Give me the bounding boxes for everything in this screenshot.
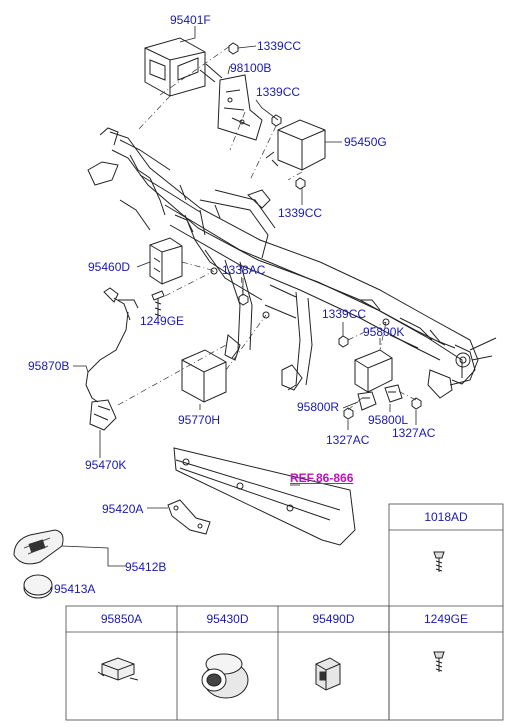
callout-1339CC: 1339CC: [257, 39, 302, 53]
module-95800K: [354, 349, 393, 393]
callout-95770H: 95770H: [178, 413, 221, 427]
callout-95412B: 95412B: [125, 560, 167, 574]
callout-1339CC: 1339CC: [278, 206, 323, 220]
callout-95800L: 95800L: [368, 413, 409, 427]
callout-1327AC: 1327AC: [326, 433, 370, 447]
sensor-95470K: [89, 399, 117, 431]
callout-95450G: 95450G: [344, 135, 387, 149]
switch-95490D-icon: [315, 657, 341, 691]
bracket-95800R: [357, 391, 377, 411]
bolt-1249GE-icon: [433, 651, 445, 672]
nut-1327AC: [343, 397, 422, 420]
callout-95460D: 95460D: [88, 260, 131, 274]
module-95460D: [149, 237, 183, 285]
module-95770H: [181, 349, 227, 403]
callout-95800R: 95800R: [297, 400, 340, 414]
callout-95420A: 95420A: [102, 502, 144, 516]
harness-95870B: [85, 287, 139, 403]
callout-1249GE: 1249GE: [140, 314, 185, 328]
bolt-1249GE: [151, 290, 165, 318]
leader-lines: [50, 26, 417, 589]
callout-1339CC: 1339CC: [256, 85, 301, 99]
bracket-98100B: [199, 63, 263, 141]
screw-1018AD-icon: [433, 551, 445, 572]
table-header-1018AD: 1018AD: [424, 510, 468, 524]
callout-95413A: 95413A: [54, 582, 96, 596]
reference-link[interactable]: REF.86-866: [290, 471, 354, 485]
smart-key-95412B: [13, 529, 64, 565]
module-95450G: [265, 119, 326, 171]
table-header-1249GE: 1249GE: [423, 612, 469, 626]
module-95401F: [144, 37, 206, 97]
callout-95870B: 95870B: [28, 359, 70, 373]
bracket-95420A: [167, 499, 211, 535]
callout-95401F: 95401F: [170, 13, 211, 27]
module-95850A-icon: [97, 657, 139, 681]
callout-98100B: 98100B: [230, 61, 272, 75]
assembly-lines: [117, 45, 417, 411]
table-header-95430D: 95430D: [206, 612, 249, 626]
callout-95800K: 95800K: [363, 325, 405, 339]
battery-95413A: [23, 574, 53, 599]
callout-1338AC: 1338AC: [222, 263, 266, 277]
callout-95470K: 95470K: [85, 458, 127, 472]
bracket-95800L: [384, 384, 403, 403]
switch-95430D-icon: [201, 653, 249, 699]
table-header-95850A: 95850A: [100, 612, 143, 626]
table-header-95490D: 95490D: [312, 612, 355, 626]
parts-table: [65, 503, 504, 721]
callout-1339CC: 1339CC: [322, 307, 367, 321]
cowl-crossmember: [87, 127, 497, 399]
panel-ref-86-866: [173, 447, 356, 546]
callout-1327AC: 1327AC: [392, 426, 436, 440]
